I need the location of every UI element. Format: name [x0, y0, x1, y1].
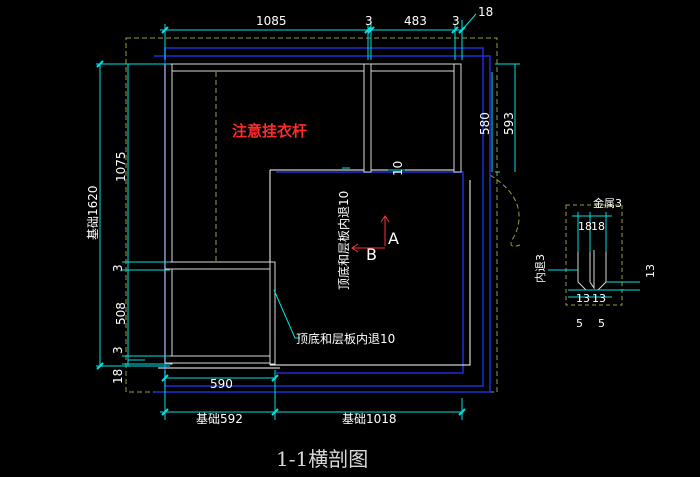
annotation-texts: 注意挂衣杆 顶底和层板内退10 顶底和层板内退10 A B	[232, 122, 399, 346]
view-label-a: A	[388, 229, 399, 248]
top-board	[164, 63, 462, 72]
detail-gap-5b: 5	[598, 317, 605, 330]
dimension-lines	[96, 13, 520, 420]
view-arrows	[351, 215, 390, 253]
dim-top-1085: 1085	[256, 14, 287, 28]
dim-top-3b: 3	[452, 14, 460, 28]
metal-detail	[548, 204, 640, 306]
recess-note-vertical: 顶底和层板内退10	[336, 191, 351, 290]
bottom-board	[164, 355, 276, 364]
dim-left-3a: 3	[111, 264, 125, 272]
dimension-ticks	[96, 26, 466, 416]
detail-width-18b: 18	[591, 220, 605, 233]
detail-width-13a: 13	[576, 292, 590, 305]
dim-left-508: 508	[114, 302, 128, 325]
dim-top-18: 18	[478, 5, 493, 19]
partition-board	[363, 63, 372, 173]
detail-metal-label: 金属3	[593, 196, 622, 210]
hanging-rod-note: 注意挂衣杆	[232, 122, 307, 140]
dim-left-18: 18	[111, 369, 125, 384]
arrow-b	[351, 243, 385, 253]
dimension-texts: 1085 3 483 3 18 580 593 基础1620 1075 3 50…	[86, 5, 516, 426]
recess-note-horizontal: 顶底和层板内退10	[296, 331, 395, 346]
dim-left-1075: 1075	[114, 151, 128, 182]
dim-base-1018: 基础1018	[342, 412, 397, 426]
inner-side-board	[269, 261, 276, 365]
view-label-b: B	[366, 245, 377, 264]
dim-left-3b: 3	[111, 346, 125, 354]
middle-shelf-board	[164, 261, 276, 270]
dim-top-483: 483	[404, 14, 427, 28]
detail-gap-5a: 5	[576, 317, 583, 330]
dim-inner-10: 10	[391, 161, 405, 176]
right-side-board	[453, 63, 462, 173]
drawing-title: 1-1横剖图	[276, 447, 368, 471]
dim-right-580: 580	[478, 112, 492, 135]
detail-texts: 金属3 18 18 内退3 13 13 13 5 5	[533, 196, 657, 330]
detail-width-13b: 13	[592, 292, 606, 305]
dim-right-593: 593	[502, 112, 516, 135]
left-side-board	[164, 63, 173, 365]
dim-bottom-590: 590	[210, 377, 233, 391]
detail-recess-label: 内退3	[533, 254, 547, 283]
dim-top-3a: 3	[365, 14, 373, 28]
dashed-envelope	[125, 37, 521, 393]
dim-left-base-1620: 基础1620	[86, 185, 100, 240]
detail-width-18a: 18	[578, 220, 592, 233]
dim-base-592: 基础592	[196, 412, 243, 426]
detail-side-13: 13	[644, 264, 657, 278]
arrow-a	[380, 215, 390, 246]
